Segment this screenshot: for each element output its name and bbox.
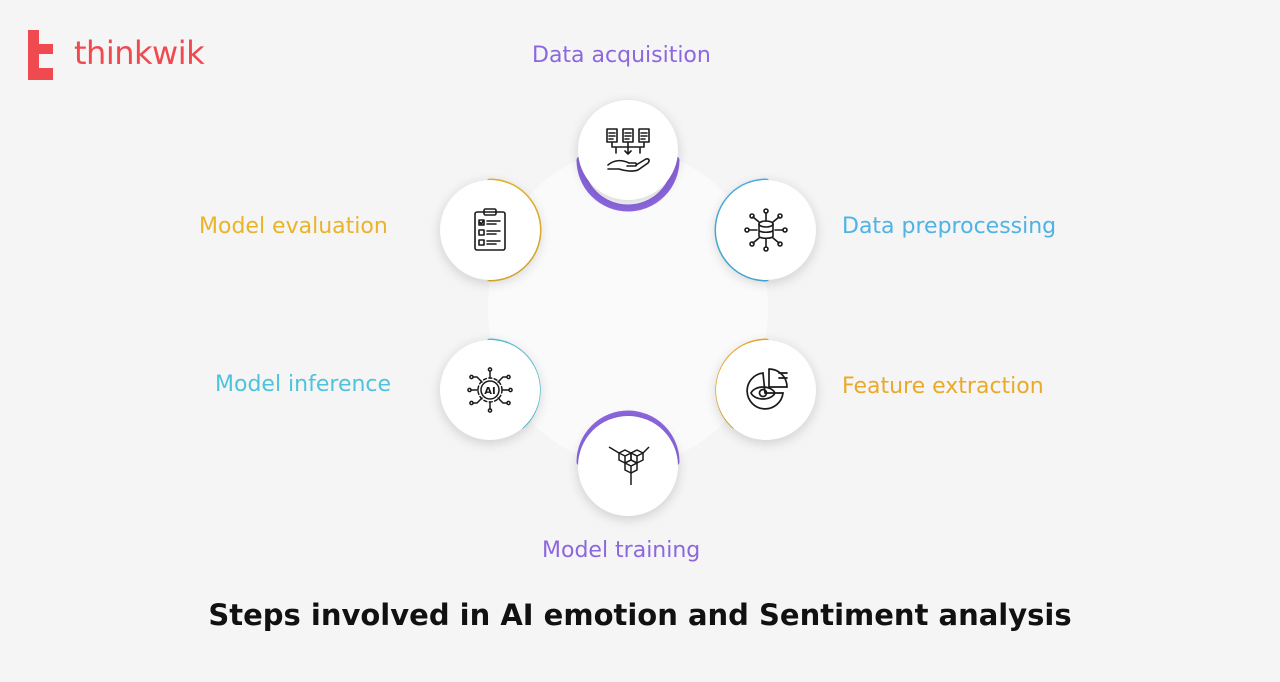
step-arc-data-acquisition — [576, 156, 680, 212]
database-network-icon — [744, 208, 788, 252]
step-label-data-acquisition: Data acquisition — [532, 43, 711, 68]
step-node-data-preprocessing — [716, 180, 816, 280]
step-node-model-evaluation — [440, 180, 540, 280]
step-label-feature-extraction: Feature extraction — [842, 374, 1044, 399]
eye-chart-icon — [746, 368, 788, 410]
data-acquisition-icon — [606, 128, 650, 172]
ai-chip-icon: AI — [467, 367, 513, 413]
step-node-data-acquisition — [578, 100, 678, 200]
thinkwik-logo: thinkwik — [28, 30, 228, 82]
step-node-feature-extraction — [716, 340, 816, 440]
step-label-model-training: Model training — [542, 538, 701, 563]
step-node-model-training — [578, 416, 678, 516]
step-label-model-inference: Model inference — [215, 372, 392, 397]
brand-name: thinkwik — [74, 34, 205, 72]
step-node-model-inference: AI — [440, 340, 540, 440]
cubes-icon — [608, 446, 650, 485]
step-label-data-preprocessing: Data preprocessing — [842, 214, 1057, 239]
step-label-model-evaluation: Model evaluation — [199, 214, 388, 239]
clipboard-checklist-icon — [474, 208, 506, 251]
svg-text:AI: AI — [484, 386, 495, 397]
diagram-title: Steps involved in AI emotion and Sentime… — [208, 598, 1072, 632]
thinkwik-logo-mark — [28, 30, 54, 80]
